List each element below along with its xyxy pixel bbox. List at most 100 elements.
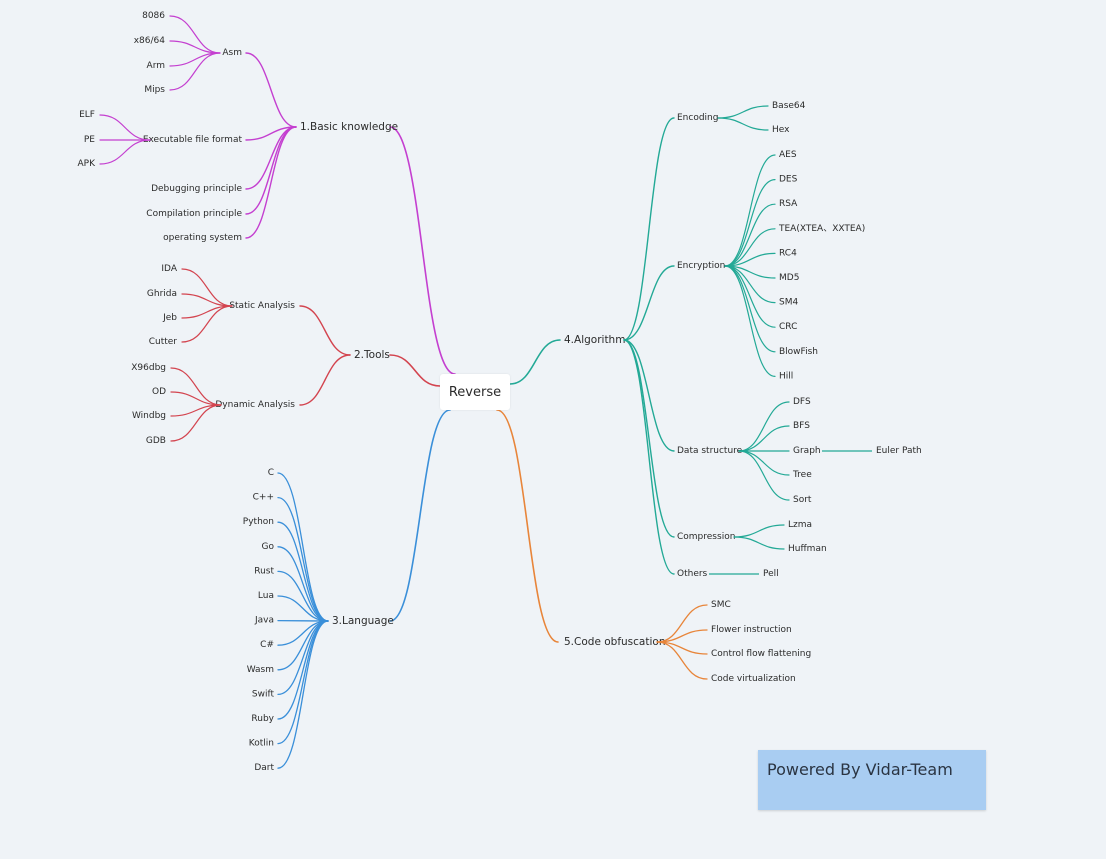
edge-exe-apk <box>99 139 151 165</box>
edge-static-ida <box>181 268 233 307</box>
leaf-label-sm4[interactable]: SM4 <box>779 298 798 308</box>
leaf-label-huffman[interactable]: Huffman <box>788 544 827 554</box>
leaf-label-hill[interactable]: Hill <box>779 371 793 381</box>
leaf-label-operating-system[interactable]: operating system <box>163 233 242 243</box>
edge-language-lua <box>277 595 329 622</box>
edge-language-wasm <box>277 620 329 671</box>
edge-root-basic <box>389 126 456 375</box>
leaf-label-bfs[interactable]: BFS <box>793 421 810 431</box>
branch-label-language[interactable]: 3.Language <box>332 615 394 627</box>
leaf-label-java[interactable]: Java <box>254 616 274 626</box>
leaf-label-euler-path[interactable]: Euler Path <box>876 446 922 456</box>
leaf-label-cutter[interactable]: Cutter <box>149 337 178 347</box>
node-label-dynamic-analysis[interactable]: Dynamic Analysis <box>215 400 295 410</box>
leaf-label-graph[interactable]: Graph <box>793 446 821 456</box>
leaf-label-pe[interactable]: PE <box>84 135 95 145</box>
leaf-label-hex[interactable]: Hex <box>772 125 790 135</box>
branch-label-code-obfuscation[interactable]: 5.Code obfuscation <box>564 636 665 648</box>
edge-asm-arm <box>169 52 221 67</box>
edge-datastructure-tree <box>738 450 790 476</box>
leaf-label-gdb[interactable]: GDB <box>146 436 166 446</box>
edge-language-rust <box>277 570 329 622</box>
node-label-compression[interactable]: Compression <box>677 532 735 542</box>
leaf-label-flower-instruction[interactable]: Flower instruction <box>711 625 792 635</box>
leaf-label-mips[interactable]: Mips <box>144 85 165 95</box>
leaf-label-des[interactable]: DES <box>779 175 798 185</box>
edge-encoding-hex <box>717 117 769 131</box>
edge-compression-huffman <box>733 536 785 550</box>
branch-label-algorithm[interactable]: 4.Algorithm <box>564 334 625 346</box>
credit-banner: Powered By Vidar-Team <box>758 750 986 810</box>
leaf-label-compilation-principle[interactable]: Compilation principle <box>146 209 242 219</box>
root-node[interactable]: Reverse <box>440 374 510 410</box>
leaf-label-rsa[interactable]: RSA <box>779 199 798 209</box>
leaf-label-code-virtualization[interactable]: Code virtualization <box>711 674 796 684</box>
leaf-label-crc[interactable]: CRC <box>779 322 797 332</box>
leaf-label-smc[interactable]: SMC <box>711 600 731 610</box>
leaf-label-pell[interactable]: Pell <box>763 569 779 579</box>
edge-language-kotlin <box>277 620 329 745</box>
branch-label-basic-knowledge[interactable]: 1.Basic knowledge <box>300 121 398 133</box>
edge-encryption-blowfish <box>724 265 776 353</box>
edge-basic-exe <box>245 126 297 141</box>
leaf-label-kotlin[interactable]: Kotlin <box>249 739 274 749</box>
leaf-label-dart[interactable]: Dart <box>254 763 274 773</box>
edge-asm-mips <box>169 52 221 91</box>
leaf-label-ida[interactable]: IDA <box>161 264 177 274</box>
leaf-label-rc4[interactable]: RC4 <box>779 248 797 258</box>
leaf-label-8086[interactable]: 8086 <box>142 11 165 21</box>
leaf-label-control-flow-flattening[interactable]: Control flow flattening <box>711 649 811 659</box>
leaf-label-lua[interactable]: Lua <box>258 591 274 601</box>
edge-datastructure-bfs <box>738 425 790 452</box>
edge-root-obfuscation <box>496 409 559 643</box>
leaf-label-tea-xtea-xxtea[interactable]: TEA(XTEA、XXTEA) <box>778 224 865 234</box>
leaf-label-windbg[interactable]: Windbg <box>132 411 166 421</box>
leaf-label-lzma[interactable]: Lzma <box>788 520 812 530</box>
leaf-label-md5[interactable]: MD5 <box>779 273 799 283</box>
edge-language-python <box>277 521 329 622</box>
edge-tools-dynamic <box>299 354 351 406</box>
leaf-label-blowfish[interactable]: BlowFish <box>779 347 818 357</box>
leaf-label-arm[interactable]: Arm <box>147 61 165 71</box>
node-label-asm[interactable]: Asm <box>222 48 242 58</box>
leaf-label-sort[interactable]: Sort <box>793 495 812 505</box>
leaf-label-swift[interactable]: Swift <box>252 689 275 699</box>
edge-algorithm-compression <box>623 339 675 538</box>
leaf-label-debugging-principle[interactable]: Debugging principle <box>151 184 242 194</box>
leaf-label-rust[interactable]: Rust <box>254 566 274 576</box>
node-label-executable-file-format[interactable]: Executable file format <box>143 135 243 145</box>
branch-label-tools[interactable]: 2.Tools <box>354 349 390 361</box>
leaf-label-python[interactable]: Python <box>243 517 274 527</box>
leaf-label-od[interactable]: OD <box>152 387 166 397</box>
edge-asm-8086 <box>169 15 221 54</box>
node-label-encoding[interactable]: Encoding <box>677 113 718 123</box>
leaf-label-ghrida[interactable]: Ghrida <box>147 289 177 299</box>
node-label-data-structure[interactable]: Data structure <box>677 446 743 456</box>
leaf-label-wasm[interactable]: Wasm <box>247 665 274 675</box>
leaf-label-tree[interactable]: Tree <box>792 470 812 480</box>
node-label-static-analysis[interactable]: Static Analysis <box>229 301 295 311</box>
leaf-label-aes[interactable]: AES <box>779 150 797 160</box>
leaf-label-elf[interactable]: ELF <box>79 110 95 120</box>
edge-encryption-crc <box>724 265 776 328</box>
leaf-label-c[interactable]: C++ <box>253 493 274 503</box>
edge-encryption-aes <box>724 154 776 267</box>
edge-algorithm-others <box>623 339 675 575</box>
node-label-others[interactable]: Others <box>677 569 708 579</box>
leaf-label-jeb[interactable]: Jeb <box>162 313 177 323</box>
edge-datastructure-dfs <box>738 401 790 452</box>
leaf-label-x86-64[interactable]: x86/64 <box>134 36 166 46</box>
node-label-encryption[interactable]: Encryption <box>677 261 725 271</box>
leaf-label-go[interactable]: Go <box>262 542 275 552</box>
leaf-label-apk[interactable]: APK <box>78 159 97 169</box>
leaf-label-c[interactable]: C <box>268 468 274 478</box>
leaf-label-c[interactable]: C# <box>260 640 274 650</box>
leaf-label-x96dbg[interactable]: X96dbg <box>131 363 166 373</box>
leaf-label-ruby[interactable]: Ruby <box>251 714 274 724</box>
edge-exe-elf <box>99 114 151 141</box>
leaf-label-dfs[interactable]: DFS <box>793 397 811 407</box>
edge-static-cutter <box>181 305 233 343</box>
leaf-label-base64[interactable]: Base64 <box>772 101 806 111</box>
